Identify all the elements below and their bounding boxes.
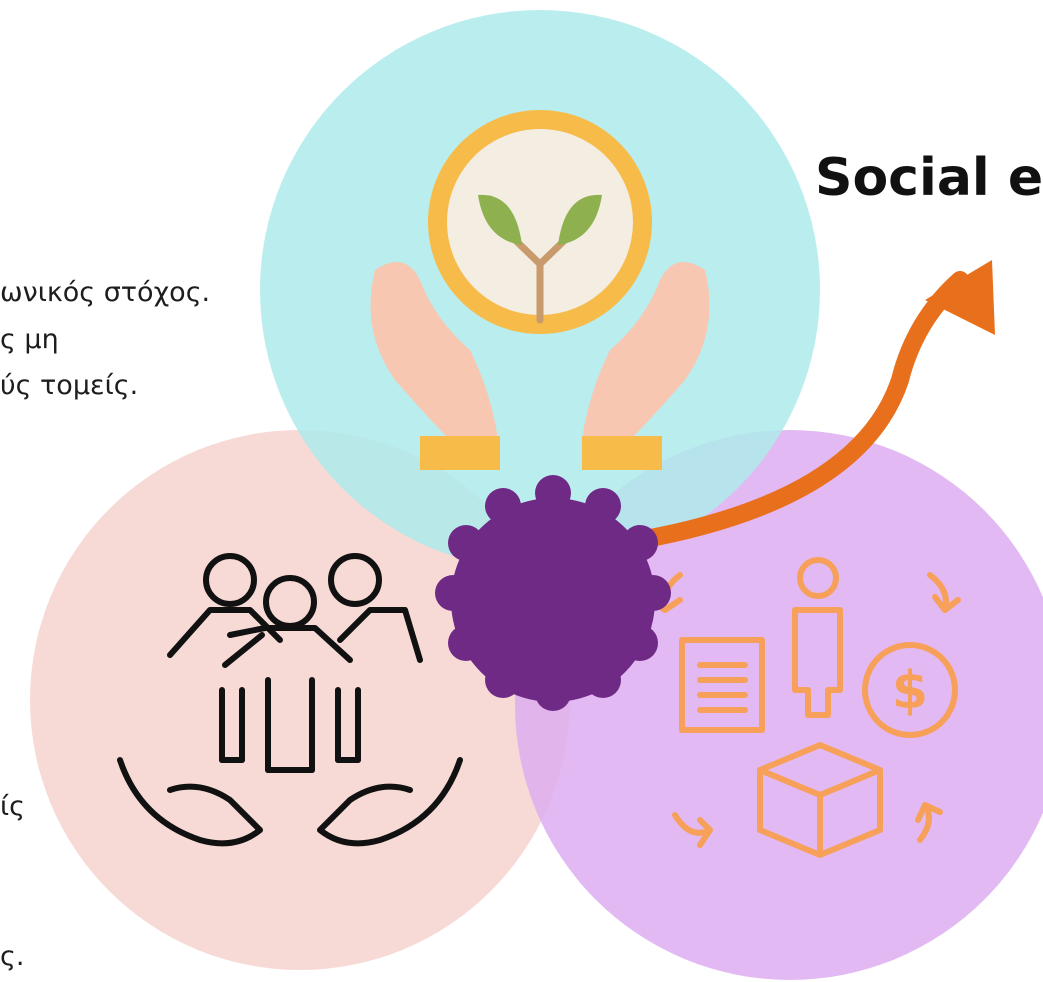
top-text-line-3: ύς τομείς. [0,370,139,401]
people-in-hands-icon [117,553,463,847]
curved-arrow-icon [631,260,995,549]
heading-social: Social e [815,148,1043,208]
top-text-line-1: ωνικός στόχος. [0,277,211,308]
svg-text:$: $ [892,661,928,721]
hands-holding-sprout-icon [370,110,710,470]
top-text-line-2: ς μη [0,324,59,355]
scalloped-badge-icon [435,475,671,711]
business-exchange-icon: $ [647,557,961,858]
circle-pink [30,430,570,970]
bottom-text-line-2: ς. [0,941,25,972]
bottom-text-line-1: ίς [0,791,25,822]
